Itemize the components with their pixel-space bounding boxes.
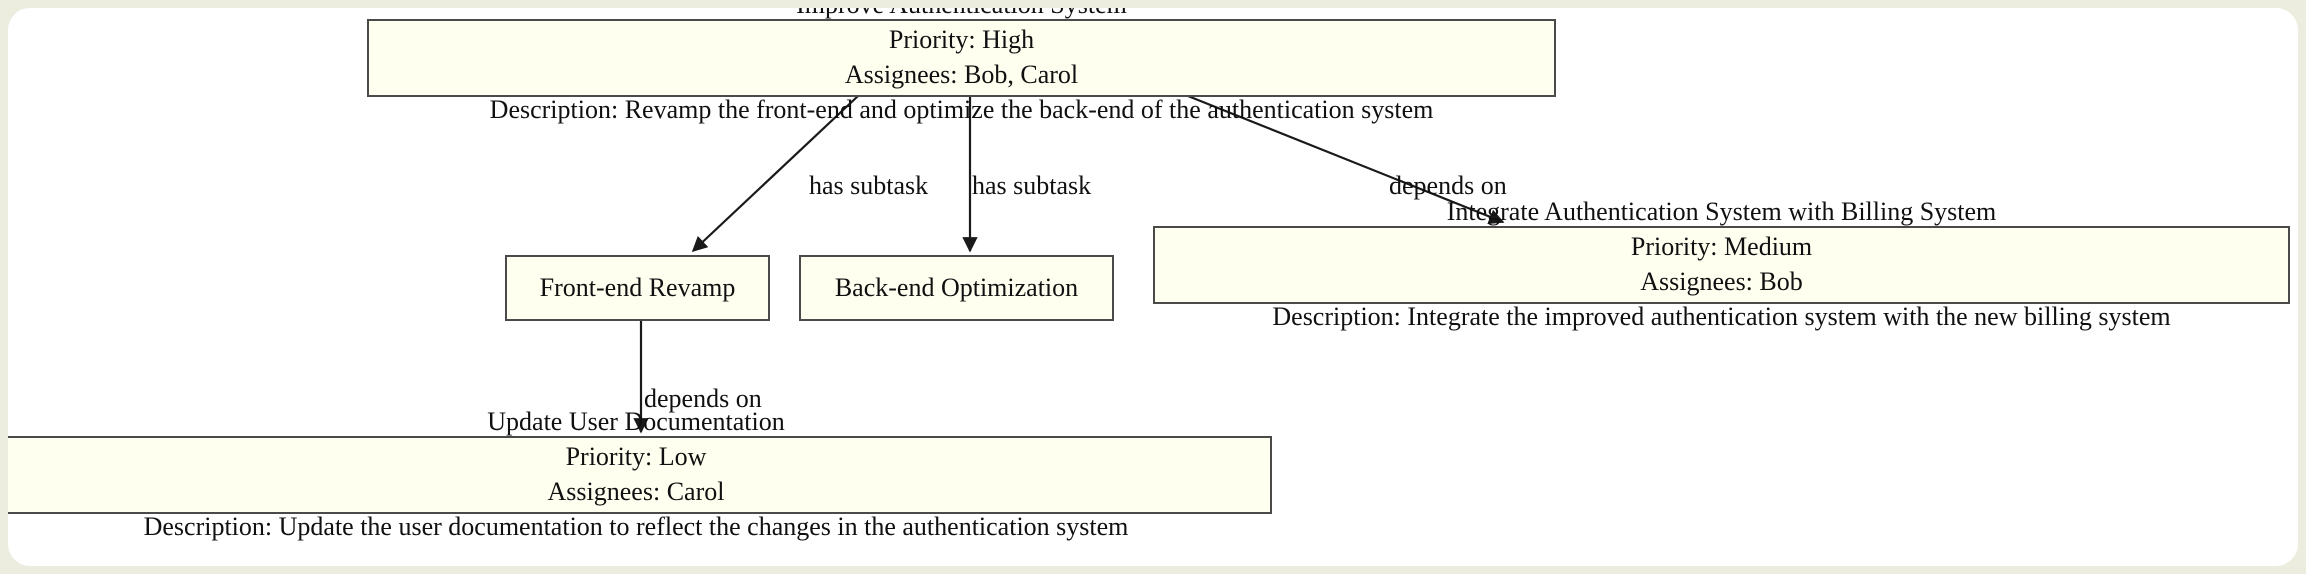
edge-improve-to-integrate <box>1187 94 1505 225</box>
node-improve-authentication-system[interactable]: Improve Authentication System Priority: … <box>367 8 1556 124</box>
edge-improve-to-frontend <box>691 95 859 253</box>
node-assignees: Assignees: Bob, Carol <box>844 60 1079 89</box>
node-title: Back-end Optimization <box>834 272 1079 302</box>
node-integrate-authentication-system-with-billing-system[interactable]: Integrate Authentication System with Bil… <box>1153 197 2290 331</box>
edge-layer <box>633 94 1505 434</box>
node-title: Improve Authentication System <box>796 8 1127 23</box>
node-description: Description: Integrate the improved auth… <box>1272 301 2171 331</box>
node-priority: Priority: Low <box>565 442 707 472</box>
node-title: Front-end Revamp <box>539 272 736 302</box>
edge-label-depends-on-integrate: depends on <box>1389 171 1507 200</box>
node-title: Integrate Authentication System with Bil… <box>1446 197 1997 227</box>
edge-label-has-subtask-backend: has subtask <box>972 171 1092 200</box>
node-assignees: Assignees: Bob <box>1640 267 1803 296</box>
node-description: Description: Revamp the front-end and op… <box>489 94 1434 124</box>
node-update-user-documentation[interactable]: Update User Documentation Priority: Low … <box>8 407 1272 541</box>
node-title: Update User Documentation <box>487 407 785 437</box>
node-priority: Priority: High <box>888 25 1035 55</box>
node-front-end-revamp[interactable]: Front-end Revamp <box>505 255 770 321</box>
node-priority: Priority: Medium <box>1630 232 1813 262</box>
task-dependency-graph: Improve Authentication System Priority: … <box>8 8 2298 566</box>
edge-label-has-subtask-frontend: has subtask <box>809 171 929 200</box>
edge-label-depends-on-docs: depends on <box>644 384 762 413</box>
node-assignees: Assignees: Carol <box>547 477 725 506</box>
node-description: Description: Update the user documentati… <box>143 511 1129 541</box>
diagram-canvas: Improve Authentication System Priority: … <box>8 8 2298 566</box>
node-back-end-optimization[interactable]: Back-end Optimization <box>799 255 1114 321</box>
